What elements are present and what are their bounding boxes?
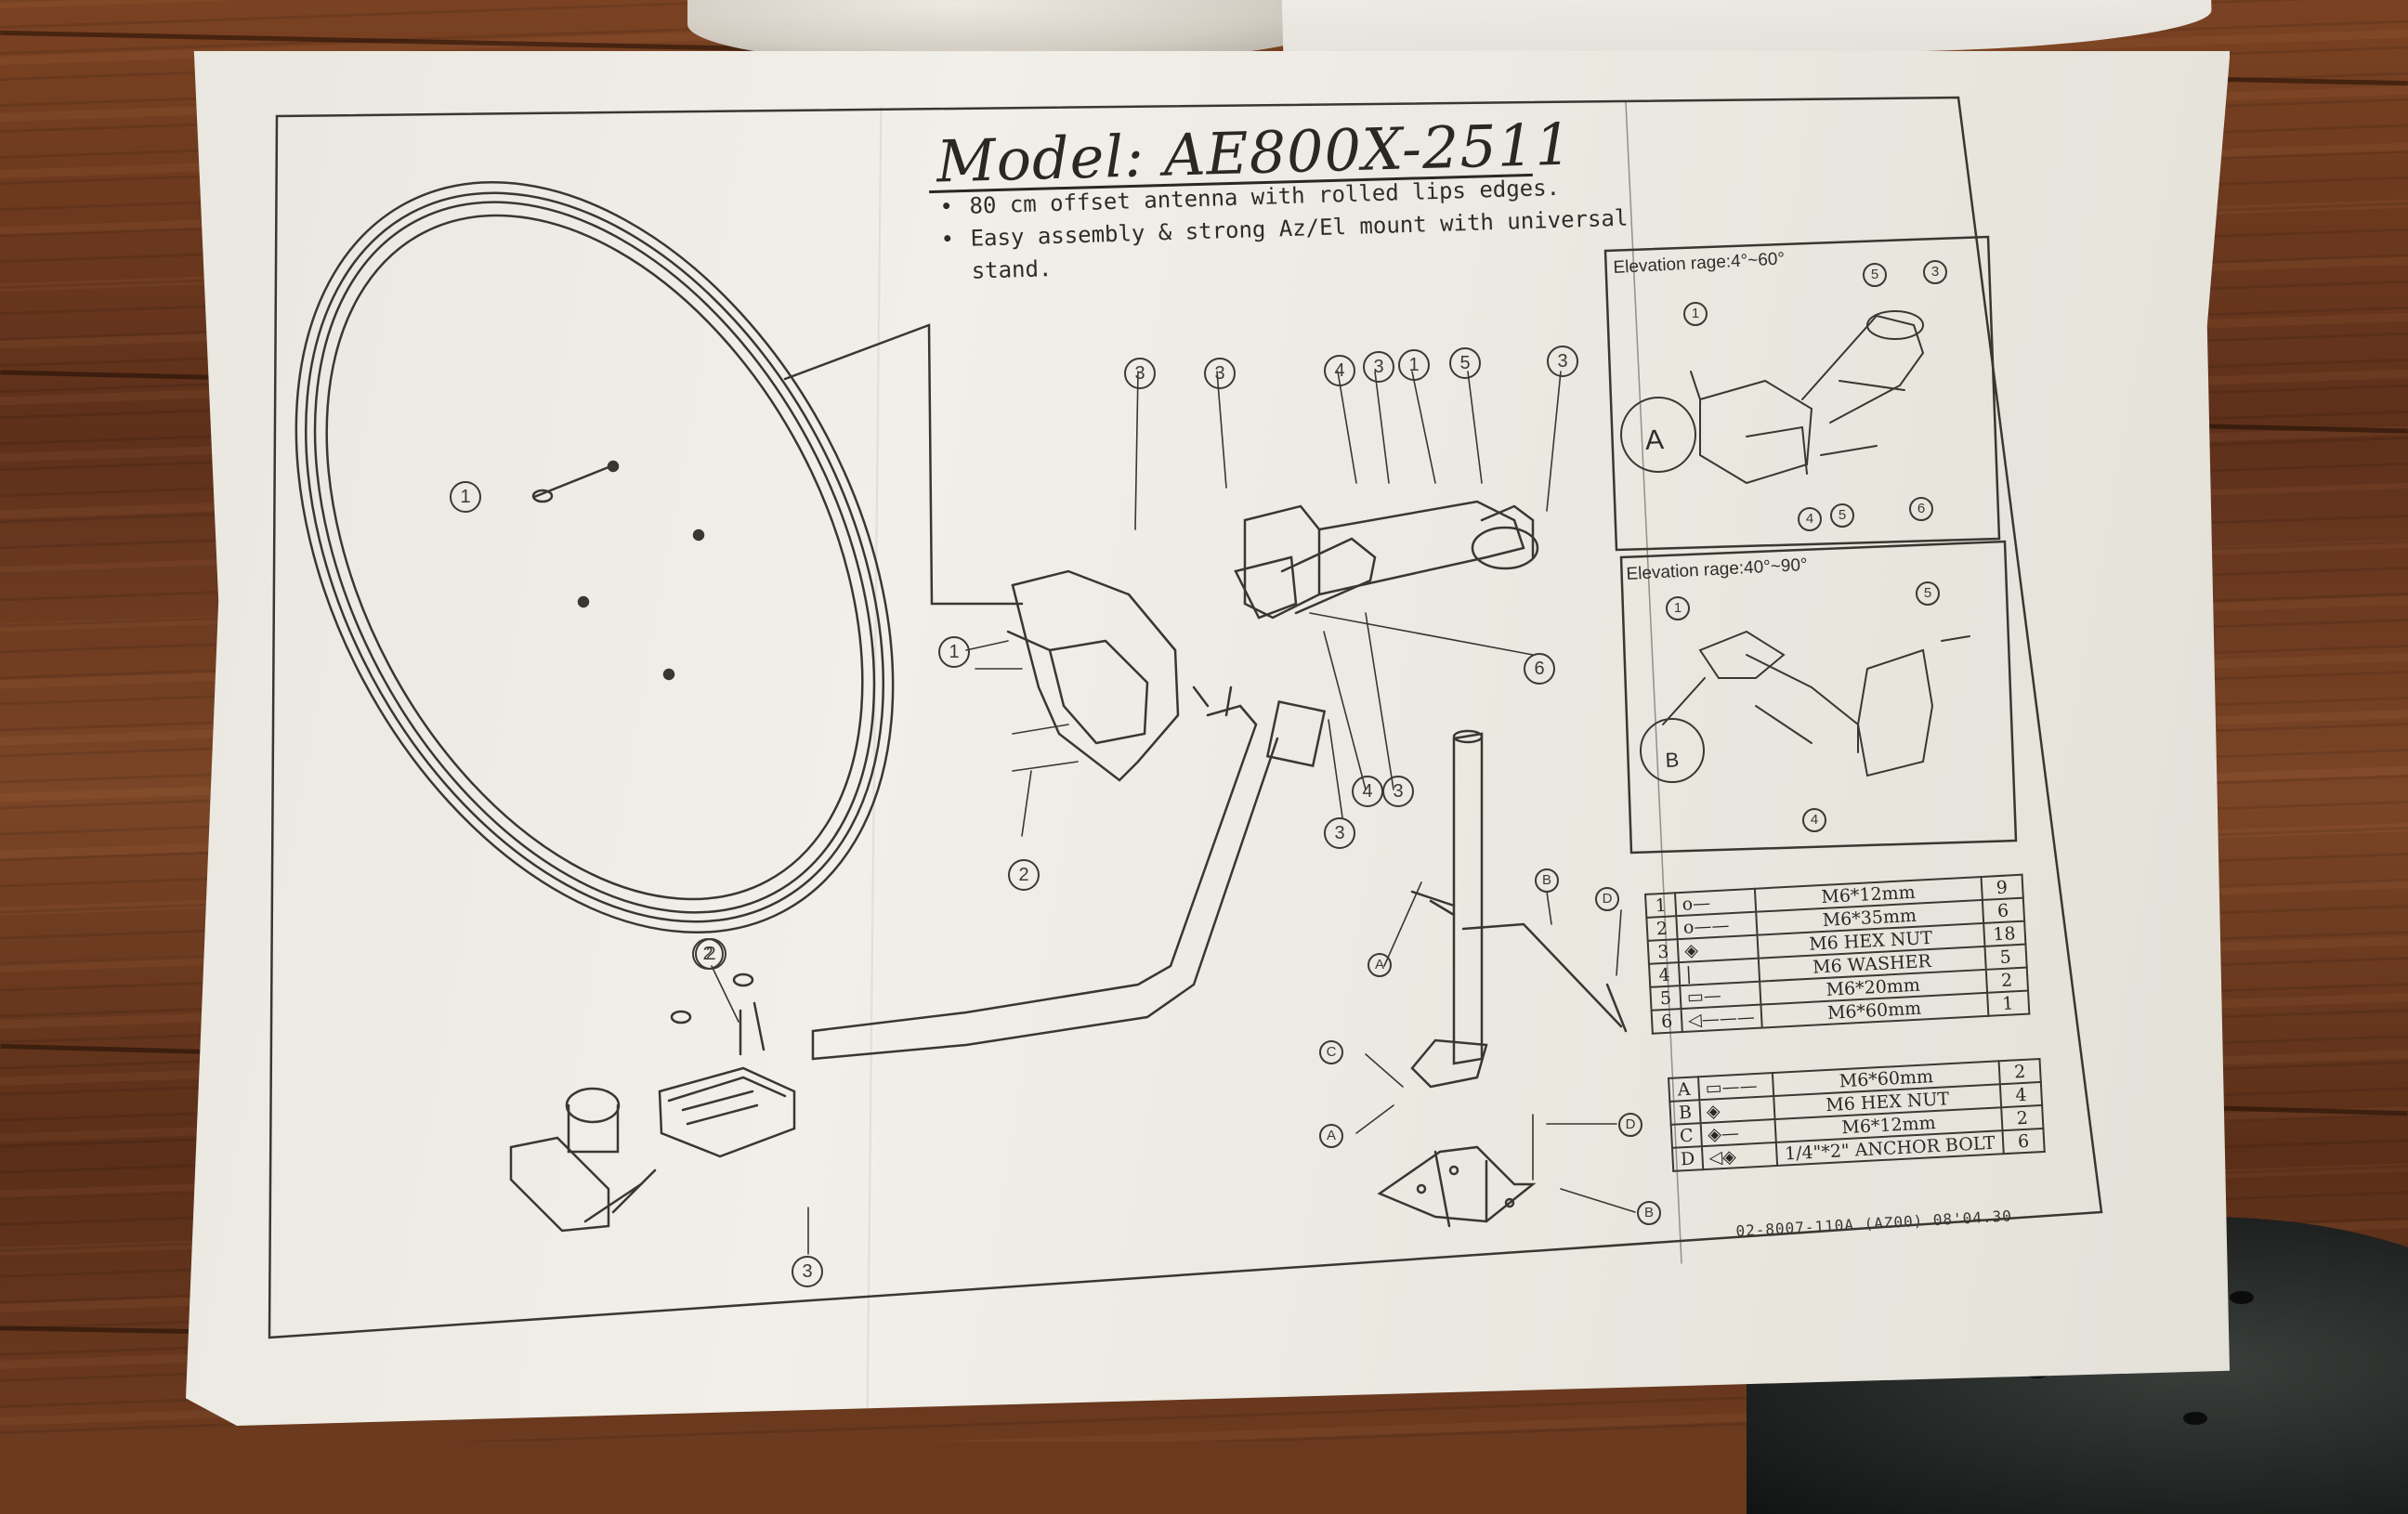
callout-1: 1 bbox=[1398, 349, 1430, 381]
callout-a: A bbox=[1368, 953, 1392, 977]
back-bracket bbox=[1006, 569, 1180, 782]
part-key: D bbox=[1671, 1146, 1704, 1171]
part-icon: ◁◈ bbox=[1701, 1142, 1778, 1170]
part-icon: ◁——— bbox=[1681, 1004, 1762, 1033]
callout-5: 5 bbox=[1830, 503, 1854, 528]
assembly-diagram bbox=[268, 96, 2103, 1339]
part-qty: 18 bbox=[1983, 920, 2026, 946]
part-qty: 2 bbox=[1998, 1059, 2041, 1085]
part-key: 5 bbox=[1650, 985, 1682, 1011]
part-key: 2 bbox=[1646, 916, 1678, 941]
callout-1: 1 bbox=[1666, 596, 1690, 620]
part-key: A bbox=[1669, 1077, 1700, 1102]
part-qty: 5 bbox=[1984, 944, 2027, 970]
part-key: 6 bbox=[1651, 1009, 1682, 1034]
inset-box-2 bbox=[1619, 540, 2018, 855]
callout-5: 5 bbox=[1863, 263, 1887, 287]
callout-3: 3 bbox=[1363, 351, 1394, 383]
lnb-holder bbox=[509, 972, 796, 1233]
callout-3: 3 bbox=[1923, 260, 1947, 284]
callout-a: A bbox=[1319, 1124, 1343, 1148]
callout-1: 1 bbox=[1683, 302, 1708, 326]
callout-4: 4 bbox=[1798, 507, 1822, 531]
callout-3: 3 bbox=[792, 1256, 823, 1287]
part-key: 3 bbox=[1647, 939, 1679, 964]
part-key: B bbox=[1669, 1100, 1701, 1125]
callout-3: 3 bbox=[1324, 817, 1355, 849]
part-qty: 6 bbox=[1982, 897, 2024, 923]
parts-table-1: 1 o— M6*12mm 9 2 o—— M6*35mm 6 3 ◈ M6 HE… bbox=[1644, 874, 2030, 1035]
inset-box-1 bbox=[1603, 235, 2001, 552]
callout-5: 5 bbox=[1916, 581, 1940, 606]
callout-b: B bbox=[1535, 868, 1559, 893]
callout-2: 2 bbox=[1008, 859, 1040, 891]
callout-5: 5 bbox=[1449, 347, 1481, 379]
callout-3: 3 bbox=[1382, 776, 1414, 807]
callout-1: 1 bbox=[450, 481, 481, 513]
part-qty: 9 bbox=[1981, 874, 2023, 900]
callout-3: 3 bbox=[1547, 346, 1578, 377]
callout-3: 3 bbox=[1124, 358, 1156, 389]
callout-6: 6 bbox=[1909, 497, 1933, 521]
callout-d: D bbox=[1595, 887, 1619, 911]
lnb-arm bbox=[811, 685, 1327, 1061]
hole bbox=[2230, 1291, 2254, 1304]
callout-4: 4 bbox=[1324, 355, 1355, 386]
hole bbox=[2183, 1412, 2207, 1425]
mount-pole bbox=[1410, 729, 1628, 1089]
part-key: 4 bbox=[1648, 962, 1681, 987]
part-key: C bbox=[1670, 1123, 1702, 1148]
part-key: 1 bbox=[1645, 893, 1677, 918]
callout-c: C bbox=[1319, 1040, 1343, 1064]
elevation-bracket bbox=[1234, 500, 1539, 620]
detail-letter-b: B bbox=[1665, 748, 1680, 772]
callout-6: 6 bbox=[1524, 653, 1555, 685]
part-qty: 2 bbox=[1985, 967, 2028, 993]
callout-4: 4 bbox=[1352, 776, 1383, 807]
callout-d: D bbox=[1618, 1113, 1642, 1137]
part-qty: 2 bbox=[2001, 1104, 2044, 1131]
part-qty: 1 bbox=[1986, 990, 2029, 1016]
callout-4: 4 bbox=[1802, 808, 1826, 832]
part-qty: 4 bbox=[1999, 1081, 2043, 1108]
callout-2: 2 bbox=[692, 938, 724, 970]
dish bbox=[294, 180, 895, 934]
callout-3: 3 bbox=[1204, 358, 1236, 389]
base-plate bbox=[1377, 1145, 1537, 1228]
callout-b: B bbox=[1637, 1201, 1661, 1225]
callout-1: 1 bbox=[938, 636, 970, 668]
part-qty: 6 bbox=[2002, 1128, 2045, 1155]
parts-table-2: A ▭—— M6*60mm 2 B ◈ M6 HEX NUT 4 C ◈— M6… bbox=[1668, 1058, 2046, 1172]
detail-letter-a: A bbox=[1644, 424, 1665, 456]
